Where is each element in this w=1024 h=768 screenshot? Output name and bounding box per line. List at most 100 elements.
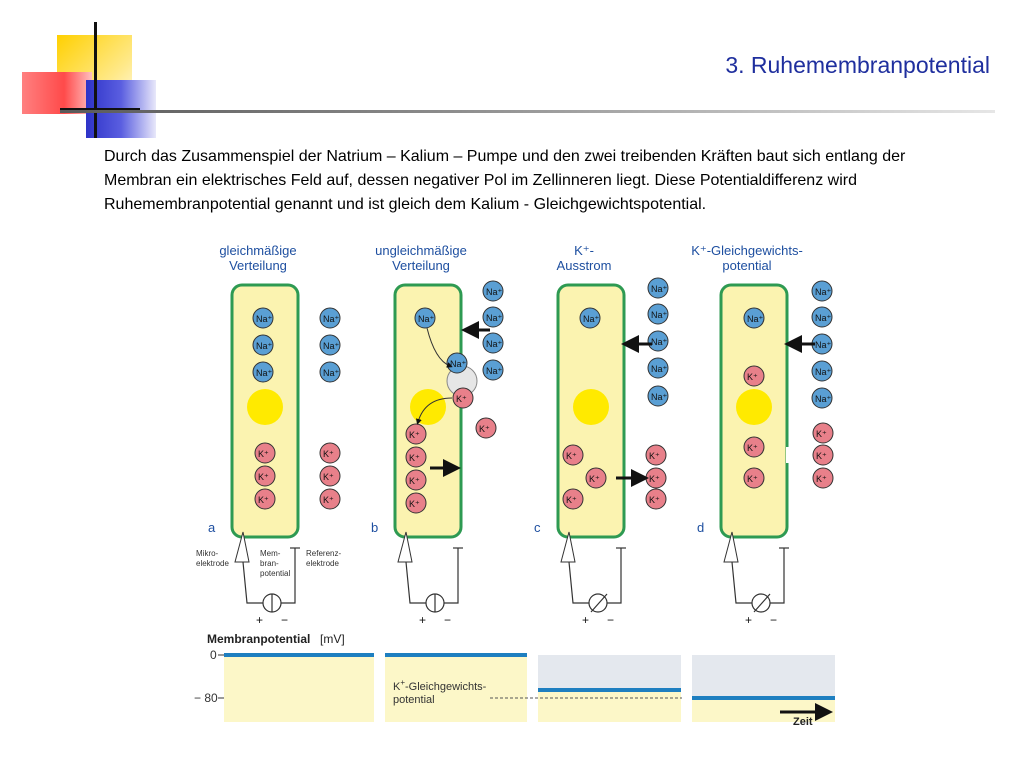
ion-label: Na⁺ — [815, 313, 832, 323]
plus-sign: + — [582, 613, 589, 627]
panel-d: K⁺-Gleichgewichts-potentiald+−Na⁺Na⁺Na⁺N… — [691, 243, 834, 627]
potassium-ion: K⁺ — [562, 444, 584, 466]
panel-heading: K⁺-Gleichgewichts- — [691, 243, 803, 258]
reference-electrode-label: Referenz- — [306, 549, 341, 558]
segment-fill — [224, 655, 374, 722]
potassium-ion: K⁺ — [812, 467, 834, 489]
slide-title: 3. Ruhemembranpotential — [725, 52, 990, 78]
ion-circle — [482, 359, 504, 381]
membrane-potential-graph: Membranpotential [mV]0− 80K+-Gleichgewic… — [194, 632, 835, 728]
potassium-ion: K⁺ — [405, 492, 427, 514]
title-divider — [60, 110, 995, 113]
ion-circle — [585, 467, 607, 489]
sodium-ion: Na⁺ — [811, 306, 833, 328]
potassium-ion: K⁺ — [562, 488, 584, 510]
ion-circle — [647, 277, 669, 299]
ion-circle — [562, 488, 584, 510]
ion-label: K⁺ — [479, 424, 490, 434]
corner-ornament — [0, 0, 160, 140]
voltmeter-needle — [753, 593, 771, 613]
ion-circle — [414, 307, 436, 329]
flow-arrow — [426, 327, 453, 368]
ion-circle — [645, 488, 667, 510]
ion-circle — [254, 488, 276, 510]
y-tick-80: − 80 — [194, 691, 218, 705]
panel-letter: a — [208, 520, 216, 535]
ion-label: K⁺ — [323, 472, 334, 482]
panel-letter: d — [697, 520, 704, 535]
ion-label: K⁺ — [589, 474, 600, 484]
ion-circle — [811, 360, 833, 382]
ion-circle — [405, 492, 427, 514]
potassium-ion: K⁺ — [405, 423, 427, 445]
ion-label: Na⁺ — [815, 394, 832, 404]
micro-electrode — [560, 531, 576, 563]
ion-circle — [475, 417, 497, 439]
ion-circle — [319, 334, 341, 356]
ion-label: K⁺ — [566, 495, 577, 505]
ion-label: K⁺ — [816, 429, 827, 439]
potassium-ion: K⁺ — [405, 469, 427, 491]
ion-label: Na⁺ — [323, 314, 340, 324]
ion-circle — [647, 357, 669, 379]
ion-circle — [743, 467, 765, 489]
ion-circle — [252, 334, 274, 356]
potassium-ion: K⁺ — [254, 465, 276, 487]
graph-segment-a — [224, 653, 374, 722]
segment-fill — [538, 689, 681, 722]
sodium-ion: Na⁺ — [252, 307, 274, 329]
ion-circle — [647, 303, 669, 325]
ion-label: K⁺ — [409, 476, 420, 486]
panel-heading: K⁺- — [574, 243, 594, 258]
sodium-ion: Na⁺ — [647, 385, 669, 407]
micro-electrode — [723, 531, 739, 563]
ion-circle — [812, 467, 834, 489]
ornament-red-square — [22, 72, 92, 114]
ion-label: Na⁺ — [651, 364, 668, 374]
ion-label: Na⁺ — [651, 392, 668, 402]
sodium-ion: Na⁺ — [414, 307, 436, 329]
potassium-ion: K⁺ — [475, 417, 497, 439]
ion-circle — [743, 436, 765, 458]
minus-sign: − — [607, 613, 614, 627]
ion-label: K⁺ — [816, 451, 827, 461]
ion-label: Na⁺ — [418, 314, 435, 324]
ion-label: Na⁺ — [486, 287, 503, 297]
cell-nucleus — [573, 389, 609, 425]
ion-circle — [647, 385, 669, 407]
potassium-ion: K⁺ — [319, 442, 341, 464]
ion-circle — [482, 306, 504, 328]
minus-sign: − — [281, 613, 288, 627]
sodium-ion: Na⁺ — [482, 332, 504, 354]
sodium-ion: Na⁺ — [319, 307, 341, 329]
ion-label: K⁺ — [566, 451, 577, 461]
ion-circle — [319, 488, 341, 510]
k-label-text: -Gleichgewichts- — [405, 681, 487, 693]
panel-heading: Ausstrom — [557, 258, 612, 273]
ion-circle — [319, 442, 341, 464]
cell-nucleus — [247, 389, 283, 425]
potassium-ion: K⁺ — [812, 422, 834, 444]
ion-circle — [482, 332, 504, 354]
membrane-potential-label: bran- — [260, 559, 279, 568]
panel-heading: gleichmäßige — [219, 243, 296, 258]
ion-label: Na⁺ — [815, 287, 832, 297]
graph-segment-d — [692, 655, 835, 722]
micro-electrode-label: Mikro- — [196, 549, 219, 558]
potassium-ion: K⁺ — [645, 444, 667, 466]
panel-letter: b — [371, 520, 378, 535]
sodium-ion: Na⁺ — [319, 334, 341, 356]
ion-label: Na⁺ — [450, 359, 467, 369]
potassium-ion: K⁺ — [452, 387, 474, 409]
ion-label: Na⁺ — [651, 284, 668, 294]
ion-circle — [812, 422, 834, 444]
potassium-ion: K⁺ — [405, 446, 427, 468]
ion-label: Na⁺ — [256, 314, 273, 324]
ion-circle — [319, 307, 341, 329]
ion-label: K⁺ — [747, 372, 758, 382]
segment-fill — [692, 698, 835, 722]
intro-paragraph: Durch das Zusammenspiel der Natrium – Ka… — [104, 148, 906, 213]
panel-heading: Verteilung — [229, 258, 287, 273]
reference-electrode-label: elektrode — [306, 559, 339, 568]
